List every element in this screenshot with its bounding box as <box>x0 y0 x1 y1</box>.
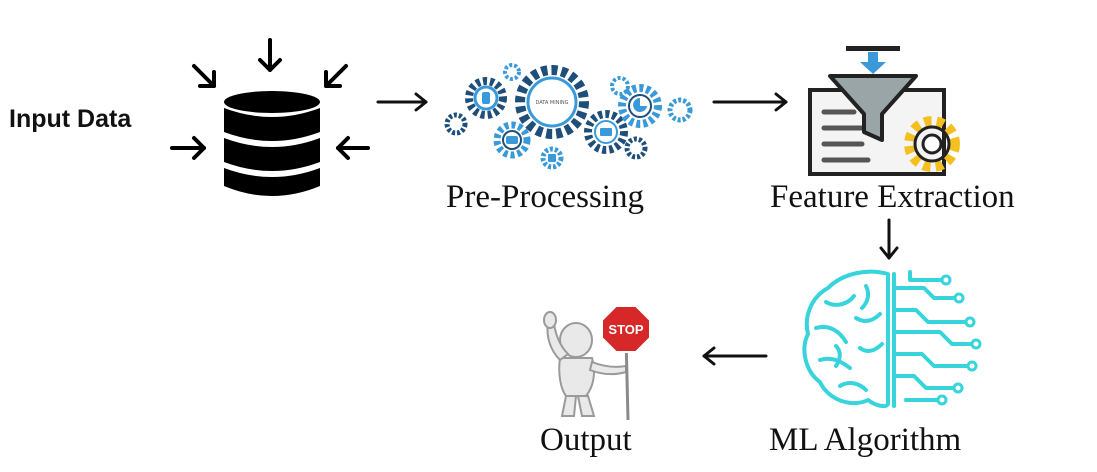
gears-icon: DATA MINING <box>444 63 693 170</box>
database-icon <box>170 38 370 196</box>
gear-caption: DATA MINING <box>535 100 568 106</box>
node-label-input-data: Input Data <box>9 105 132 133</box>
node-label-feature-extraction: Feature Extraction <box>770 179 1015 215</box>
node-label-preprocessing: Pre-Processing <box>446 179 644 215</box>
arrow-ml-to-output <box>702 346 768 366</box>
arrow-preprocessing-to-feature <box>712 92 788 112</box>
stop-sign-figure-icon: STOP <box>543 305 651 421</box>
stop-sign-text: STOP <box>608 322 643 337</box>
node-label-output: Output <box>540 422 632 458</box>
node-label-ml-algorithm: ML Algorithm <box>769 422 962 458</box>
brain-circuit-icon <box>802 269 982 409</box>
arrow-feature-to-ml <box>879 218 899 260</box>
arrow-input-to-preprocessing <box>376 92 428 112</box>
funnel-gear-icon <box>808 46 960 176</box>
